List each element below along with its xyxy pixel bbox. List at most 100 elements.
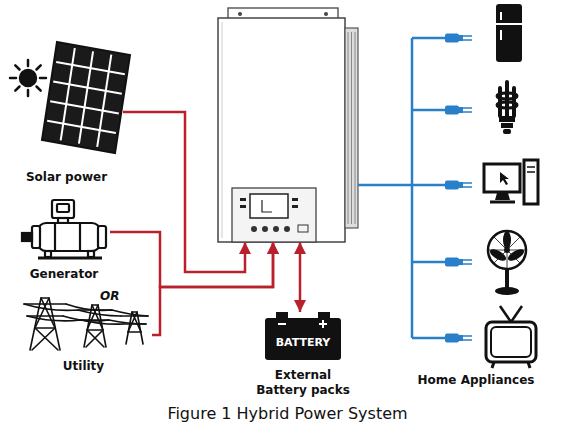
plug-icons-part — [463, 36, 472, 40]
computer-icon-part — [527, 166, 535, 168]
figure-caption: Figure 1 Hybrid Power System — [167, 404, 407, 424]
solar-panel-icon — [42, 42, 130, 153]
tv-icon-part — [486, 322, 536, 362]
inverter-icon-part — [345, 28, 358, 228]
inverter-icon-part — [273, 226, 279, 232]
computer-icon-part — [500, 172, 509, 185]
appliance-wiring — [412, 38, 447, 338]
home-appliances-group: Home Appliances — [412, 5, 540, 388]
solar-panel-icon-part-part — [61, 48, 75, 140]
battery-icon-part — [265, 318, 341, 360]
battery-storage: BATTERY External Battery packs — [248, 312, 358, 398]
plug-icons-part — [459, 107, 463, 113]
inverter-icon-part — [292, 205, 298, 208]
solar-panel-icon-part-part — [50, 101, 119, 113]
figure-caption-box: Figure 1 Hybrid Power System — [0, 404, 575, 424]
fan-icon-part — [504, 247, 510, 253]
fan-icon — [488, 231, 526, 295]
generator-icon-part — [79, 224, 81, 250]
solar-panel-icon-part-part — [47, 121, 116, 133]
node-caption: External Battery packs — [253, 368, 353, 398]
inverter-icon-part — [238, 12, 242, 16]
fan-icon-part — [488, 231, 526, 269]
solar-panel-icon-part-part — [56, 62, 125, 74]
sun-icon-part — [10, 77, 16, 80]
utility-pylons-icon — [24, 298, 148, 350]
generator-source: Generator — [18, 196, 110, 282]
computer-icon-part — [524, 160, 538, 204]
appliance-wiring-part — [411, 38, 414, 338]
computer-icon — [484, 160, 538, 204]
utility-pylons-icon-part — [86, 305, 104, 347]
sun-icon-part — [15, 87, 19, 91]
inverter-icon-part-part — [351, 32, 352, 224]
or-label: OR — [100, 286, 119, 304]
bulb-icon-part — [503, 129, 511, 134]
fridge-icon — [496, 4, 522, 62]
sun-icon-part — [27, 60, 30, 66]
bulb-icon-part — [499, 116, 515, 122]
plug-icons-part — [463, 183, 472, 187]
fan-icon-part — [505, 269, 509, 288]
appliance-wiring-part — [412, 37, 447, 40]
inverter-icon-part-part — [348, 32, 349, 224]
solar-panel-icon-part-part — [53, 82, 122, 94]
generator-icon-part — [98, 226, 106, 248]
inverter-icon-part — [292, 198, 298, 201]
plug-icons-part — [459, 335, 463, 341]
utility-pylons-icon-part — [30, 298, 60, 350]
fan-icon-part — [503, 231, 511, 249]
generator-icon-part — [45, 251, 51, 257]
bulb-icon-part — [497, 102, 517, 108]
plug-icons — [445, 34, 472, 343]
fridge-icon-part — [500, 30, 502, 40]
tv-icon-part — [491, 327, 531, 357]
utility-pylons-icon-part — [63, 316, 146, 324]
plug-icons-part — [445, 34, 459, 43]
inverter-icon-part — [222, 22, 223, 238]
computer-icon-part — [484, 164, 520, 192]
solar-panel-icon-part — [42, 42, 130, 153]
inverter-icon-part — [232, 188, 316, 242]
plug-icons-part — [445, 181, 459, 190]
sun-icon-part — [37, 65, 41, 69]
sun-icon-part — [37, 87, 41, 91]
sun-icon-part — [27, 90, 30, 96]
power-connector — [152, 242, 273, 335]
plug-icons-part — [459, 259, 463, 265]
hybrid-inverter — [218, 18, 358, 242]
bulb-icon — [497, 82, 517, 134]
tv-icon-part — [528, 362, 530, 368]
fridge-icon-part — [500, 12, 502, 20]
node-label: BATTERY — [276, 336, 331, 350]
battery-icon-part — [318, 312, 330, 318]
generator-icon-part — [22, 233, 32, 241]
solar-panel-icon-part-part — [79, 51, 93, 143]
appliance-wiring-part — [412, 184, 447, 187]
generator-icon-part — [54, 224, 56, 250]
tv-icon-part — [511, 306, 522, 322]
plug-icons-part — [463, 336, 472, 340]
battery-icon — [265, 312, 341, 360]
plug-icons-part — [459, 182, 463, 188]
inverter-icon-part-part — [355, 32, 356, 224]
node-label: Solar power — [26, 170, 107, 185]
power-connector — [358, 184, 412, 187]
generator-icon-part — [52, 200, 74, 218]
generator-icon-part — [32, 226, 40, 248]
generator-icon-part — [88, 251, 94, 257]
inverter-icon-part — [262, 226, 268, 232]
computer-icon-part — [495, 193, 510, 200]
appliance-wiring-part — [412, 337, 447, 340]
power-connector — [110, 232, 273, 287]
computer-icon-part — [490, 201, 515, 204]
inverter-icon-part — [348, 32, 355, 224]
tv-icon-part — [492, 362, 494, 368]
inverter-icon-part — [284, 226, 290, 232]
utility-pylons-icon-part — [32, 298, 58, 350]
battery-icon-part — [322, 320, 324, 328]
free-label-text: OR — [100, 289, 119, 304]
fan-icon-part — [488, 231, 526, 269]
inverter-icon-part — [240, 198, 246, 201]
